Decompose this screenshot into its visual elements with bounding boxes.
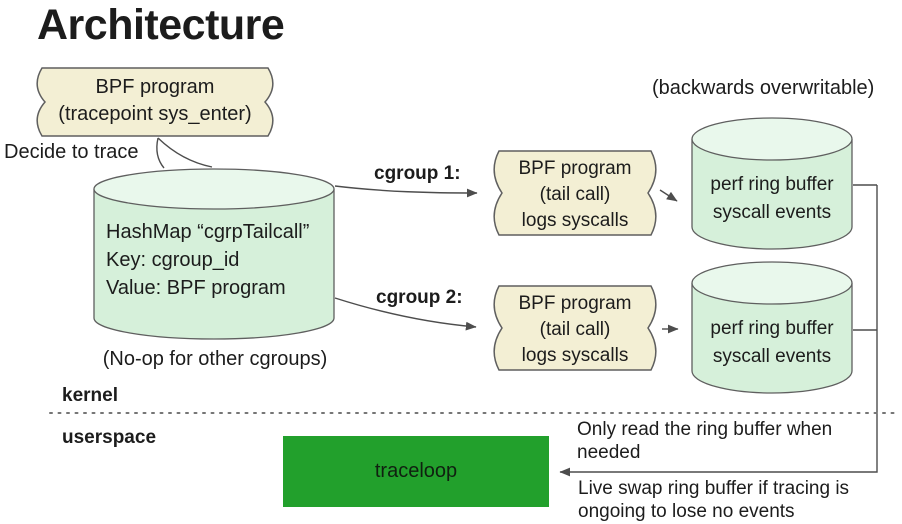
cgroup1-label: cgroup 1: (374, 163, 461, 184)
bpf-entry-label: BPF program (tracepoint sys_enter) (58, 76, 252, 125)
page-title: Architecture (37, 1, 285, 49)
tailcall1-to-ringbuf1-arrow (659, 189, 678, 202)
only-read-label: Only read the ring buffer when needed (577, 419, 833, 463)
node-ringbuf-2: perf ring buffer syscall events (691, 261, 853, 394)
node-tailcall-2: BPF program (tail call) logs syscalls (491, 284, 659, 372)
userspace-label: userspace (62, 427, 157, 448)
tape-shape (493, 285, 657, 371)
noop-label: (No-op for other cgroups) (102, 348, 328, 370)
cylinder-shape (691, 261, 853, 394)
node-bpf-entry: BPF program (tracepoint sys_enter) (33, 66, 277, 138)
kernel-label: kernel (62, 385, 118, 406)
ringbuf2-label: perf ring buffer syscall events (710, 318, 834, 367)
tailcall2-label: BPF program (tail call) logs syscalls (518, 293, 632, 366)
cylinder-shape (691, 117, 853, 250)
tape-shape (493, 150, 657, 236)
node-hashmap-cylinder: HashMap “cgrpTailcall” Key: cgroup_id Va… (93, 168, 335, 340)
backwards-overwritable-label: (backwards overwritable) (652, 77, 875, 99)
hashmap-label: HashMap “cgrpTailcall” Key: cgroup_id Va… (106, 221, 310, 299)
ringbuf1-label: perf ring buffer syscall events (710, 174, 834, 223)
tailcall1-label: BPF program (tail call) logs syscalls (518, 158, 632, 231)
decide-fork-left-line (156, 137, 165, 169)
live-swap-label: Live swap ring buffer if tracing is ongo… (578, 478, 850, 522)
traceloop-label: traceloop (374, 460, 458, 482)
cgroup2-label: cgroup 2: (376, 287, 463, 308)
node-tailcall-1: BPF program (tail call) logs syscalls (491, 149, 659, 237)
node-traceloop: traceloop (283, 436, 549, 507)
cylinder-shape (93, 168, 335, 340)
tape-shape (36, 67, 274, 137)
cgroup2-arrow (334, 297, 477, 331)
ringbuf-to-traceloop-arrow (559, 185, 878, 477)
decide-fork-right-line (157, 137, 213, 168)
node-ringbuf-1: perf ring buffer syscall events (691, 117, 853, 250)
cgroup1-arrow (334, 185, 478, 198)
decide-to-trace-label: Decide to trace (4, 141, 139, 163)
